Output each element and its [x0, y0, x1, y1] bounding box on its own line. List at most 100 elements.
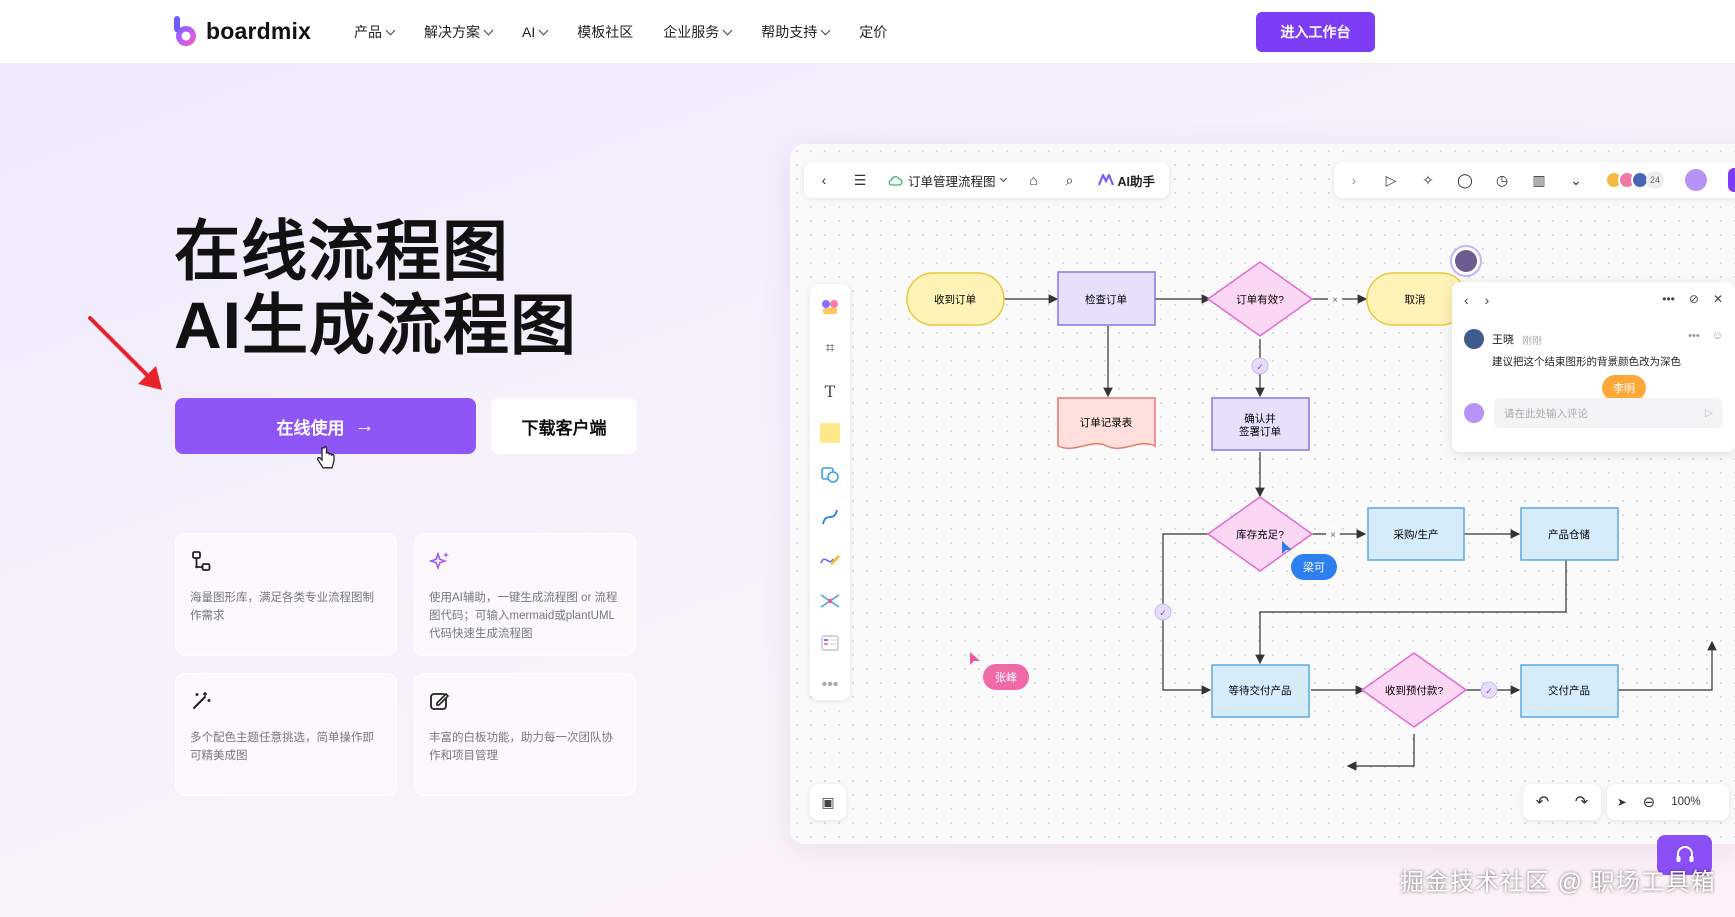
- node-stock-enough: [1206, 496, 1314, 572]
- ai-assistant-button[interactable]: AI助手: [1097, 171, 1155, 190]
- search-icon[interactable]: ⌕: [1065, 171, 1074, 188]
- frame-icon[interactable]: ⌗: [825, 340, 835, 357]
- ai-logo-icon: [1097, 174, 1114, 186]
- cursor-label: 梁可: [1303, 560, 1325, 574]
- node-label: 收到预付款?: [1385, 684, 1443, 697]
- edge: [1255, 559, 1567, 665]
- doc-title-dropdown[interactable]: 订单管理流程图: [888, 171, 1007, 190]
- cursor-badge-liming: 李明: [1602, 375, 1646, 401]
- online-use-label: 在线使用: [276, 418, 345, 438]
- tag-icon[interactable]: ⌂: [1029, 172, 1038, 188]
- feature-card-shapes: 海量图形库，满足各类专业流程图制作需求: [175, 533, 397, 656]
- zoom-toolbar: ↶ ↷ ➤ ⊖ 100%: [1523, 784, 1735, 820]
- play-icon[interactable]: ▷: [1385, 171, 1397, 188]
- flowchart-icon: [192, 551, 211, 571]
- cross-badge: [1328, 292, 1342, 306]
- collaborator-count: 24: [1646, 171, 1665, 189]
- shape-icon[interactable]: [817, 460, 843, 490]
- menu-item-label: AI: [522, 24, 536, 40]
- share-button[interactable]: [1728, 168, 1735, 192]
- zoom-out-icon[interactable]: ⊖: [1642, 794, 1656, 811]
- cloud-saved-icon: [888, 175, 903, 186]
- node-label: 收到订单: [934, 293, 976, 306]
- send-icon[interactable]: ▷: [1704, 407, 1713, 419]
- redo-icon[interactable]: ↷: [1574, 794, 1589, 811]
- customer-support-button[interactable]: [1657, 835, 1712, 875]
- magic-wand-icon: [193, 692, 211, 709]
- menu-item[interactable]: 企业服务: [663, 22, 733, 42]
- more-tools-icon[interactable]: •••: [821, 676, 839, 693]
- edit-board-icon: [430, 692, 450, 710]
- online-use-button[interactable]: 在线使用 →: [175, 398, 476, 454]
- logo[interactable]: boardmix: [172, 14, 311, 48]
- node-label: 签署订单: [1239, 425, 1281, 438]
- close-icon[interactable]: ✕: [1712, 292, 1723, 306]
- menu-item[interactable]: 定价: [859, 22, 887, 42]
- menu-item[interactable]: 帮助支持: [761, 22, 831, 42]
- menu-item-label: 帮助支持: [761, 24, 818, 40]
- sticky-note-icon[interactable]: [817, 418, 843, 448]
- cursor-label: 张峰: [995, 671, 1017, 684]
- hero-title: 在线流程图 AI生成流程图: [174, 214, 577, 362]
- table-icon[interactable]: [817, 628, 843, 658]
- next-icon[interactable]: ›: [1484, 292, 1490, 308]
- text-icon[interactable]: T: [824, 381, 836, 401]
- mindmap-icon[interactable]: [817, 586, 843, 616]
- collaborator-avatars[interactable]: 24: [1605, 171, 1665, 189]
- node-receive-order: [906, 272, 1005, 326]
- node-label: 订单记录表: [1080, 416, 1133, 429]
- feature-text: 多个配色主题任意挑选，简单操作即可精美成图: [190, 732, 374, 762]
- menu-item-label: 模板社区: [577, 24, 634, 40]
- comment-more-icon[interactable]: •••: [1688, 330, 1700, 342]
- menu-item-label: 产品: [354, 24, 382, 40]
- avatar[interactable]: [1685, 169, 1708, 191]
- comment-input-placeholder: 请在此处输入评论: [1504, 407, 1588, 420]
- flowchart-canvas: × ✓ × ✓ ✓ 收到订单 检查订单 订单有效? 取消 订单记录表 确认并 签…: [906, 245, 1717, 771]
- app-preview-panel: ‹ ☰ 订单管理流程图 ⌂ ⌕ AI助手 › ▷ ✧ ◯ ◷ ▥ ⌄ 24: [790, 144, 1735, 844]
- doc-title: 订单管理流程图: [908, 174, 996, 189]
- chevron-down-icon: [385, 25, 396, 35]
- collapse-icon[interactable]: ›: [1351, 172, 1357, 188]
- svg-text:✓: ✓: [1485, 686, 1493, 696]
- feature-card-ai: 使用AI辅助，一键生成流程图 or 流程图代码；可输入mermaid或plant…: [414, 533, 636, 656]
- connector-icon[interactable]: [817, 502, 843, 532]
- back-icon[interactable]: ‹: [821, 172, 827, 188]
- cross-badge: [1326, 527, 1340, 541]
- timer-icon[interactable]: ◷: [1495, 171, 1509, 188]
- menu-item-label: 定价: [859, 24, 888, 40]
- more-icon[interactable]: •••: [1662, 292, 1675, 306]
- vote-icon[interactable]: ▥: [1532, 171, 1546, 188]
- download-client-button[interactable]: 下载客户端: [491, 398, 637, 454]
- more-down-icon[interactable]: ⌄: [1570, 171, 1582, 188]
- resolve-icon[interactable]: ⊘: [1688, 292, 1699, 306]
- select-pointer-icon[interactable]: ➤: [1617, 797, 1627, 809]
- celebrate-icon[interactable]: ✧: [1422, 171, 1434, 188]
- prev-icon[interactable]: ‹: [1464, 292, 1469, 308]
- node-order-valid: [1206, 261, 1314, 337]
- side-toolbar: ⌗ T •••: [810, 284, 850, 700]
- edge: [1346, 734, 1415, 771]
- watermark: 掘金技术社区 @ 职场工具箱: [1400, 869, 1716, 896]
- menu-item[interactable]: 产品: [354, 22, 396, 42]
- minimap-button[interactable]: ▣: [810, 784, 846, 820]
- svg-text:×: ×: [1332, 295, 1338, 306]
- menu-item[interactable]: 解决方案: [424, 22, 494, 42]
- check-badge: [1480, 681, 1498, 699]
- node-label: 确认并: [1244, 412, 1276, 425]
- zoom-level[interactable]: 100%: [1671, 796, 1701, 808]
- comment-author: 王晓: [1492, 334, 1514, 346]
- template-icon[interactable]: [817, 292, 843, 322]
- node-order-record: [1057, 397, 1156, 449]
- menu-item-label: 解决方案: [424, 24, 480, 40]
- node-label: 采购/生产: [1394, 528, 1439, 541]
- undo-icon[interactable]: ↶: [1535, 794, 1550, 811]
- emoji-icon[interactable]: ☺: [1711, 330, 1723, 342]
- comment-input[interactable]: 请在此处输入评论 ▷: [1494, 398, 1723, 428]
- pen-icon[interactable]: [817, 544, 843, 574]
- comment-icon[interactable]: ◯: [1457, 171, 1473, 188]
- menu-icon[interactable]: ☰: [853, 171, 867, 188]
- enter-workspace-button[interactable]: 进入工作台: [1256, 12, 1375, 52]
- menu-item[interactable]: 模板社区: [577, 22, 633, 42]
- node-label: 库存充足?: [1236, 528, 1284, 541]
- menu-item[interactable]: AI: [522, 22, 549, 42]
